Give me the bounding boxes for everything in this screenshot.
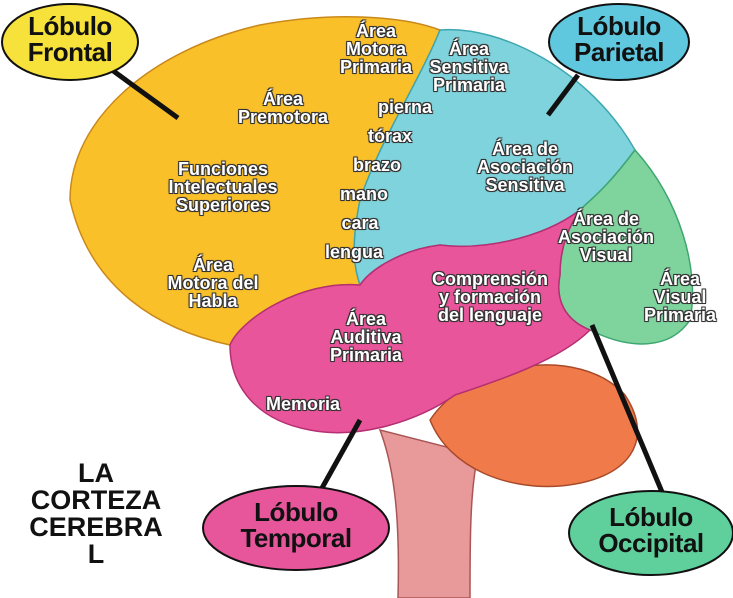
pointer-frontal xyxy=(110,67,180,121)
body-part-cara: cara xyxy=(341,213,379,233)
body-part-torax: tórax xyxy=(367,126,413,146)
bubble-parietal xyxy=(548,3,690,81)
bubble-frontal xyxy=(1,3,139,81)
temporal-lobe-region xyxy=(229,209,592,434)
pointer-temporal xyxy=(319,418,363,490)
area-memoria: Memoria xyxy=(265,394,341,414)
body-part-mano: mano xyxy=(339,184,389,204)
pointer-occipital xyxy=(589,324,665,493)
pointer-parietal xyxy=(546,73,580,117)
brainstem xyxy=(378,428,479,598)
bubble-temporal xyxy=(202,485,390,571)
body-part-lengua: lengua xyxy=(324,242,384,262)
bubble-occipital xyxy=(568,490,733,576)
body-part-pierna: pierna xyxy=(377,97,433,117)
body-part-brazo: brazo xyxy=(352,155,402,175)
